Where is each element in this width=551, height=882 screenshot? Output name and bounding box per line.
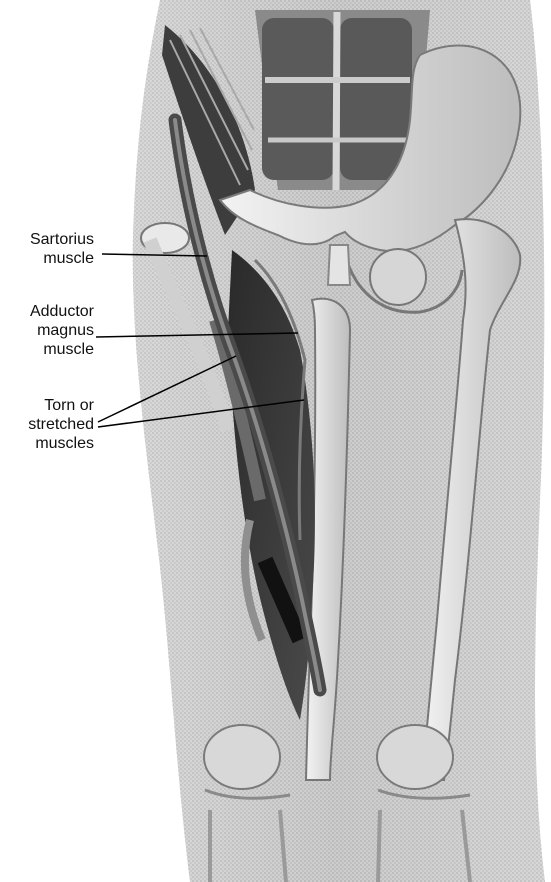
- torn-label-line1: Torn or: [2, 396, 94, 415]
- torn-label-line2: stretched: [2, 415, 94, 434]
- adductor-label-line1: Adductor: [2, 302, 94, 321]
- sartorius-label: Sartorius muscle: [2, 230, 94, 268]
- torn-muscles-label: Torn or stretched muscles: [2, 396, 94, 453]
- adductor-label-line2: magnus: [2, 321, 94, 340]
- sartorius-label-line1: Sartorius: [2, 230, 94, 249]
- adductor-label: Adductor magnus muscle: [2, 302, 94, 359]
- torn-label-line3: muscles: [2, 434, 94, 453]
- adductor-label-line3: muscle: [2, 340, 94, 359]
- sartorius-label-line2: muscle: [2, 249, 94, 268]
